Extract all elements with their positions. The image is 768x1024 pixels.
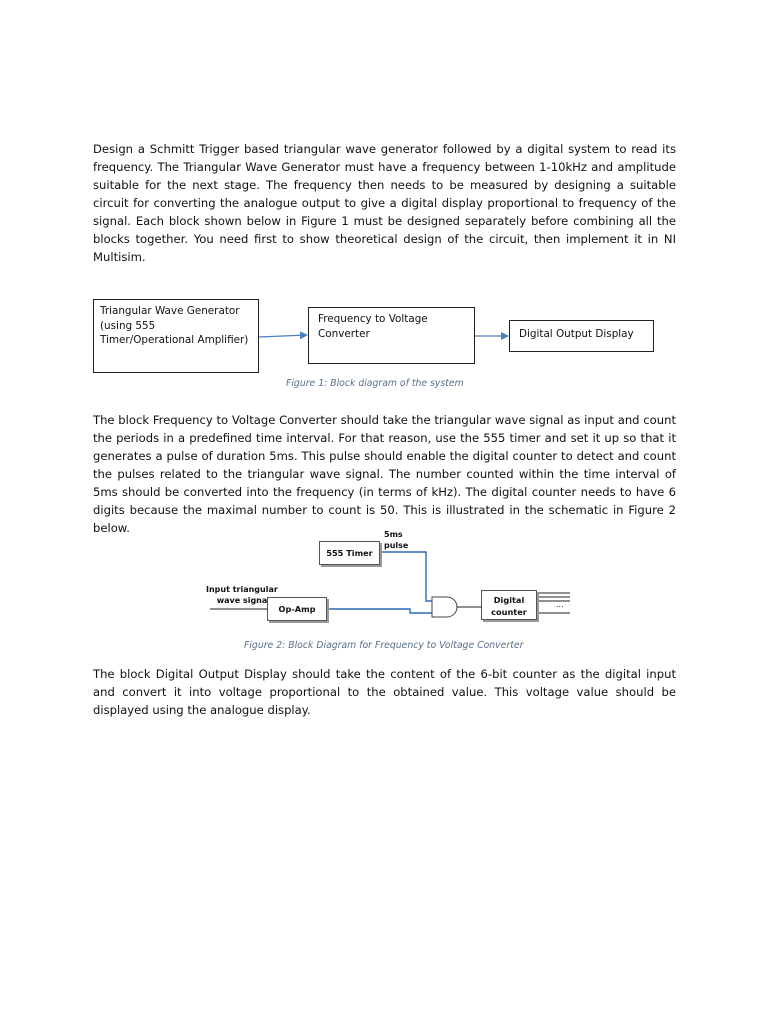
input-label-line-2: wave signal bbox=[216, 596, 270, 605]
wire-opamp-output bbox=[327, 608, 432, 614]
display-paragraph: The block Digital Output Display should … bbox=[93, 667, 676, 717]
intro-paragraph: Design a Schmitt Trigger based triangula… bbox=[93, 142, 676, 264]
wire-timer-pulse bbox=[380, 551, 432, 602]
block-triangular-wave-generator: Triangular Wave Generator (using 555 Tim… bbox=[93, 299, 259, 373]
block-op-amp: Op-Amp bbox=[267, 597, 327, 621]
pulse-label-line-2: pulse bbox=[384, 541, 409, 550]
converter-paragraph: The block Frequency to Voltage Converter… bbox=[93, 413, 676, 535]
pulse-label: 5ms pulse bbox=[384, 529, 408, 551]
arrow-generator-to-converter bbox=[258, 331, 308, 340]
figure-2-caption: Figure 2: Block Diagram for Frequency to… bbox=[244, 640, 524, 651]
block-digital-output-display: Digital Output Display bbox=[509, 320, 654, 352]
block-digital-counter: Digital counter bbox=[481, 590, 537, 620]
input-signal-label: Input triangular wave signal bbox=[206, 584, 278, 606]
pulse-label-line-1: 5ms bbox=[384, 530, 403, 539]
counter-ellipsis: ... bbox=[556, 600, 564, 609]
block-frequency-to-voltage-converter: Frequency to Voltage Converter bbox=[308, 307, 475, 364]
opamp-label: Op-Amp bbox=[278, 604, 316, 614]
input-label-line-1: Input triangular bbox=[206, 585, 278, 594]
figure-1-caption: Figure 1: Block diagram of the system bbox=[286, 378, 464, 389]
block-generator-label: Triangular Wave Generator (using 555 Tim… bbox=[100, 305, 249, 346]
timer-label: 555 Timer bbox=[326, 548, 373, 558]
block-converter-label: Frequency to Voltage Converter bbox=[318, 313, 428, 340]
and-gate-icon bbox=[431, 596, 458, 618]
counter-label-line-1: Digital bbox=[493, 595, 525, 605]
block-555-timer: 555 Timer bbox=[319, 541, 380, 565]
counter-label-line-2: counter bbox=[491, 607, 527, 617]
block-display-label: Digital Output Display bbox=[519, 328, 634, 340]
